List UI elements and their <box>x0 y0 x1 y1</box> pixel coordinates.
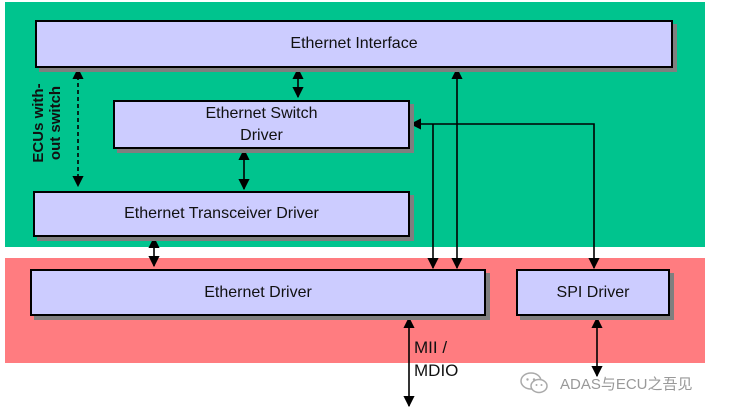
watermark: ADAS与ECU之吾见 <box>520 372 693 394</box>
arrow-switch-to-spi <box>409 118 600 270</box>
ethernet-interface-label: Ethernet Interface <box>290 35 418 53</box>
ethernet-interface-box: Ethernet Interface <box>35 20 673 68</box>
ethernet-switch-driver-box: Ethernet Switch Driver <box>113 100 410 149</box>
ecus-without-switch-line2: out switch <box>47 85 65 161</box>
mii-mdio-label: MII / MDIO <box>414 337 458 383</box>
ethernet-driver-label: Ethernet Driver <box>204 283 312 301</box>
ethernet-switch-driver-label-line1: Ethernet Switch <box>205 104 318 122</box>
mii-mdio-line1: MII / <box>414 338 448 357</box>
ethernet-transceiver-driver-label: Ethernet Transceiver Driver <box>124 205 319 223</box>
mii-mdio-line2: MDIO <box>414 360 459 380</box>
spi-driver-box: SPI Driver <box>516 269 670 316</box>
watermark-text: ADAS与ECU之吾见 <box>560 375 693 393</box>
ethernet-switch-driver-label-line2: Driver <box>240 126 283 144</box>
ecus-without-switch-label: ECUs with- out switch <box>30 68 65 178</box>
ethernet-driver-box: Ethernet Driver <box>30 269 486 316</box>
ethernet-transceiver-driver-box: Ethernet Transceiver Driver <box>33 191 410 237</box>
ecus-without-switch-line1: ECUs with- <box>30 83 47 163</box>
spi-driver-label: SPI Driver <box>556 283 630 301</box>
wechat-icon <box>520 372 548 394</box>
